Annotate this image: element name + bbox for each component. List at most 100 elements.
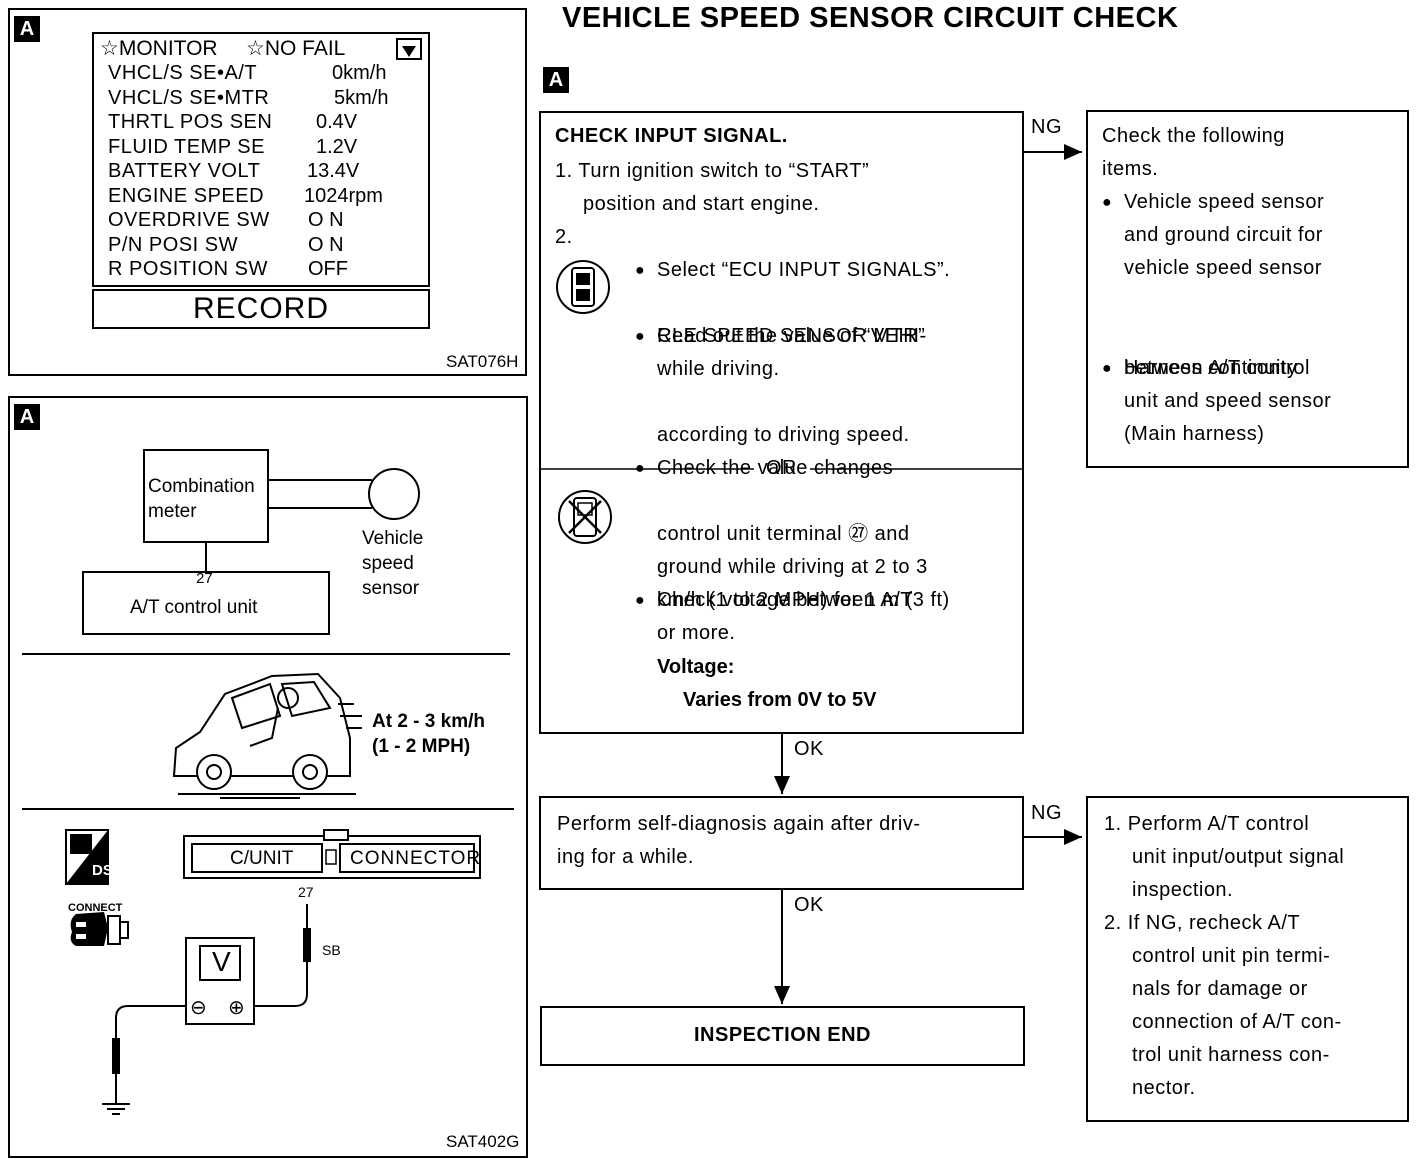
right2-line-2a: 2. If NG, recheck A/T xyxy=(1104,912,1301,934)
figure-code-2: SAT402G xyxy=(446,1132,520,1151)
bullet-select-ecu-text: Select “ECU INPUT SIGNALS”. xyxy=(657,259,951,281)
right2-line-2f: nector. xyxy=(1132,1077,1196,1099)
monitor-row-label: R POSITION SW xyxy=(108,258,268,280)
right1-i1-line-b: and ground circuit for xyxy=(1124,224,1323,246)
ng-label-1: NG xyxy=(1031,116,1062,138)
monitor-row-label: VHCL/S SE•A/T xyxy=(108,62,258,84)
plus-terminal: ⊕ xyxy=(228,997,245,1019)
section-tag-2: A xyxy=(14,404,40,430)
bullet-check-value-text: Check the value changes xyxy=(657,457,894,479)
monitor-row-value: OFF xyxy=(308,258,348,280)
voltmeter-letter: V xyxy=(212,946,231,977)
check-voltage-line-4: km/h (1 to 2 MPH) for 1 m (3 ft) xyxy=(657,589,950,611)
monitor-row-label: FLUID TEMP SE xyxy=(108,135,265,158)
ok-label-2: OK xyxy=(794,894,824,916)
monitor-header-left: ☆MONITOR xyxy=(100,37,218,60)
check-title: CHECK INPUT SIGNAL. xyxy=(555,125,788,147)
figure-code: SAT076H xyxy=(446,352,519,371)
vehicle-speed-sensor-label: Vehicle speed sensor xyxy=(362,528,424,599)
item-harness-continuity: Harness continuity xyxy=(1102,352,1421,385)
right2-line-2e: trol unit harness con- xyxy=(1132,1044,1330,1066)
right1-line-b: items. xyxy=(1102,158,1159,180)
monitor-row-label: VHCL/S SE•MTR xyxy=(108,86,270,109)
scroll-down-button[interactable] xyxy=(396,38,422,60)
bullet-check-voltage: Check voltage between A/T xyxy=(635,584,1116,617)
consult-tool-icon xyxy=(556,260,610,314)
bullet-check-voltage-text: Check voltage between A/T xyxy=(657,589,913,611)
check-following-box: Check the following items. Vehicle speed… xyxy=(1086,110,1409,468)
circuit-illustration: A xyxy=(8,396,528,1158)
item-vehicle-speed-sensor-text: Vehicle speed sensor xyxy=(1124,191,1325,213)
right2-line-1a: 1. Perform A/T control xyxy=(1104,813,1310,835)
monitor-row-value: 0.4V xyxy=(316,111,358,133)
flow-section-tag: A xyxy=(543,67,569,93)
check-voltage-line-2: control unit terminal ㉗ and xyxy=(657,523,910,545)
terminal-27-label: 27 xyxy=(196,570,213,587)
circuit-drawing xyxy=(22,449,514,1115)
monitor-row-value: O N xyxy=(308,209,344,231)
right1-i2-line-d: (Main harness) xyxy=(1124,423,1265,445)
step-2: 2. xyxy=(555,226,573,248)
right1-line-a: Check the following xyxy=(1102,125,1285,147)
item-harness-continuity-text: Harness continuity xyxy=(1124,357,1298,379)
car-sketch xyxy=(172,672,362,799)
monitor-row-value: 1024rpm xyxy=(304,184,383,207)
bullet-check-value: Check the value changes xyxy=(635,452,1116,485)
speed-note-1: At 2 - 3 km/h xyxy=(372,711,485,732)
check-voltage-line-3: ground while driving at 2 to 3 xyxy=(657,556,928,578)
right2-line-2b: control unit pin termi- xyxy=(1132,945,1331,967)
right1-i1-line-c: vehicle speed sensor xyxy=(1124,257,1322,279)
bullet-read-value-text: Read out the value of “VEHI- xyxy=(657,325,927,347)
right2-line-2c: nals for damage or xyxy=(1132,978,1308,1000)
step-1-line-a: 1. Turn ignition switch to “START” xyxy=(555,160,870,182)
self-diagnosis-box: Perform self-diagnosis again after driv-… xyxy=(539,796,1024,890)
connector-label: CONNECTOR xyxy=(350,848,482,869)
check-input-signal-box: CHECK INPUT SIGNAL. 1. Turn ignition swi… xyxy=(539,111,1024,734)
record-button[interactable]: RECORD xyxy=(92,289,430,329)
item-vehicle-speed-sensor: Vehicle speed sensor xyxy=(1102,186,1421,219)
recheck-box: 1. Perform A/T control unit input/output… xyxy=(1086,796,1409,1122)
at-control-unit-label: A/T control unit xyxy=(130,597,258,618)
check-voltage-line-5: or more. xyxy=(657,622,736,644)
page-title: VEHICLE SPEED SENSOR CIRCUIT CHECK xyxy=(562,2,1179,34)
no-consult-icon xyxy=(558,490,612,544)
right2-line-1b: unit input/output signal xyxy=(1132,846,1345,868)
right2-line-1c: inspection. xyxy=(1132,879,1234,901)
right1-i2-line-c: unit and speed sensor xyxy=(1124,390,1332,412)
monitor-row-value: 5km/h xyxy=(334,86,389,109)
step-1-line-b: position and start engine. xyxy=(583,193,820,215)
monitor-row-label: OVERDRIVE SW xyxy=(108,209,270,231)
or-divider-label: OR xyxy=(766,457,797,479)
monitor-row-value: 13.4V xyxy=(307,160,360,182)
ng-label-2: NG xyxy=(1031,802,1062,824)
monitor-row-label: P/N POSI SW xyxy=(108,233,238,256)
monitor-row-label: THRTL POS SEN xyxy=(108,111,273,133)
speed-note-2: (1 - 2 MPH) xyxy=(372,736,471,757)
badge-bottom: DS xyxy=(92,862,113,879)
monitor-row-value: 1.2V xyxy=(316,135,358,158)
wire-color-label: SB xyxy=(322,942,341,958)
minus-terminal: ⊖ xyxy=(190,997,207,1019)
monitor-row-value: 0km/h xyxy=(332,62,387,84)
bullet-read-value: Read out the value of “VEHI- xyxy=(635,320,1116,353)
monitor-row-label: ENGINE SPEED xyxy=(108,184,265,207)
voltage-value: Varies from 0V to 5V xyxy=(683,689,877,711)
inspection-end-box: INSPECTION END xyxy=(540,1006,1025,1066)
inspection-end-label: INSPECTION END xyxy=(693,1024,872,1046)
record-label: RECORD xyxy=(192,292,329,325)
chevron-down-icon xyxy=(402,46,416,57)
connector-plug-icon xyxy=(70,912,129,946)
monitor-row-label: BATTERY VOLT xyxy=(108,160,261,182)
no-fail-status: ☆NO FAIL xyxy=(246,37,346,60)
connect-label: CONNECT xyxy=(68,902,123,914)
bullet-read-value-line-2: CLE SPEED SENSOR MTR” xyxy=(657,325,926,347)
selfdiag-line-b: ing for a while. xyxy=(557,846,694,868)
voltage-label: Voltage: xyxy=(657,656,735,678)
bullet-read-value-line-3: while driving. xyxy=(657,358,780,380)
terminal-27-connector: 27 xyxy=(298,884,314,900)
cunit-label: C/UNIT xyxy=(230,848,294,869)
bullet-select-ecu: Select “ECU INPUT SIGNALS”. xyxy=(635,254,1116,287)
ok-label-1: OK xyxy=(794,738,824,760)
